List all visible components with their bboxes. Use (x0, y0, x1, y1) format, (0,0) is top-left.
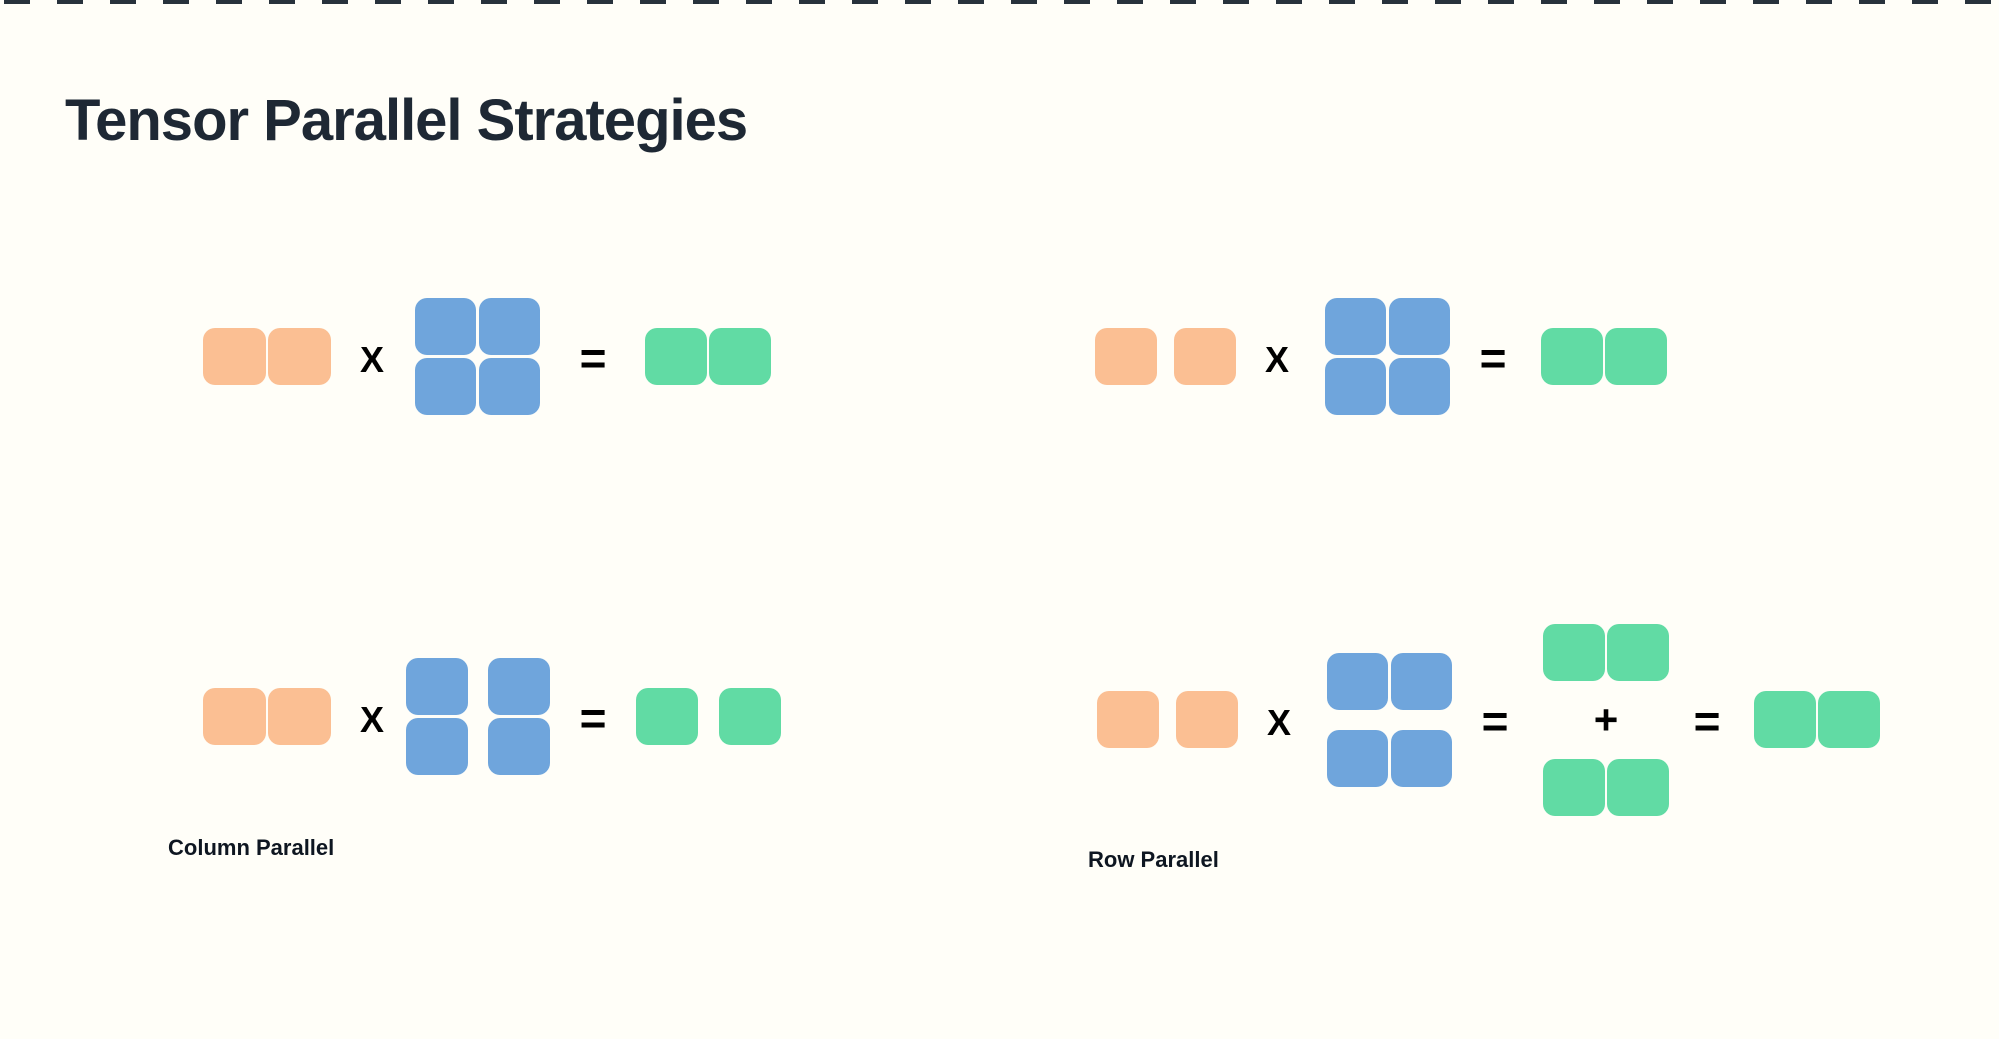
output-block (719, 688, 781, 745)
equals-operator: = (579, 331, 607, 384)
weight-block (488, 718, 550, 775)
weight-block (1327, 729, 1388, 787)
page-title: Tensor Parallel Strategies (65, 87, 748, 153)
output-matrix (1541, 328, 1667, 385)
weight-matrix (1325, 298, 1450, 415)
weight-matrix-column-split (406, 658, 550, 775)
equals-operator: = (579, 691, 607, 744)
equals-operator: = (1479, 331, 1507, 384)
output-block (1607, 623, 1669, 681)
output-block (1607, 758, 1669, 816)
input-matrix (203, 688, 331, 745)
input-block (203, 328, 266, 385)
input-block (1176, 691, 1238, 748)
weight-block (415, 298, 476, 355)
output-block (1541, 328, 1603, 385)
top-dashed-border (0, 0, 1999, 4)
output-block (645, 328, 707, 385)
input-block (268, 688, 331, 745)
input-block (1097, 691, 1159, 748)
row-parallel-label: Row Parallel (1088, 847, 1219, 872)
weight-block (406, 718, 468, 775)
plus-operator: + (1593, 695, 1619, 743)
weight-block (1325, 358, 1386, 415)
weight-block (479, 358, 540, 415)
column-parallel-label: Column Parallel (168, 835, 335, 860)
partial-outputs-stack: + (1543, 623, 1669, 816)
output-block (1754, 691, 1816, 748)
weight-block (1391, 652, 1452, 710)
multiply-operator: X (1264, 338, 1289, 380)
output-block (1543, 758, 1605, 816)
output-block (1605, 328, 1667, 385)
weight-block (1327, 652, 1388, 710)
output-matrix (645, 328, 771, 385)
input-block (268, 328, 331, 385)
output-matrix-split (636, 688, 781, 745)
weight-matrix-row-split (1327, 652, 1452, 787)
input-matrix (1097, 691, 1238, 748)
diagram-column-parallel: X = (203, 658, 781, 775)
diagram-row-parallel: X = + = (1097, 623, 1880, 816)
weight-block (488, 658, 550, 715)
diagram-unsplit-matmul-left: X = (203, 298, 771, 415)
output-block (1543, 623, 1605, 681)
equals-operator: = (1481, 694, 1509, 747)
weight-block (479, 298, 540, 355)
equals-operator: = (1693, 694, 1721, 747)
input-block (203, 688, 266, 745)
input-matrix (203, 328, 331, 385)
output-block (709, 328, 771, 385)
output-block (1818, 691, 1880, 748)
weight-matrix (415, 298, 540, 415)
input-matrix (1095, 328, 1236, 385)
weight-block (1391, 729, 1452, 787)
input-block (1095, 328, 1157, 385)
input-block (1174, 328, 1236, 385)
multiply-operator: X (359, 338, 384, 380)
partial-output-matrix (1543, 623, 1669, 681)
multiply-operator: X (359, 698, 384, 740)
weight-block (415, 358, 476, 415)
output-block (636, 688, 698, 745)
multiply-operator: X (1266, 701, 1291, 743)
weight-block (1389, 358, 1450, 415)
weight-block (406, 658, 468, 715)
output-matrix (1754, 691, 1880, 748)
weight-block (1325, 298, 1386, 355)
diagram-unsplit-matmul-right: X = (1095, 298, 1667, 415)
partial-output-matrix (1543, 758, 1669, 816)
weight-block (1389, 298, 1450, 355)
